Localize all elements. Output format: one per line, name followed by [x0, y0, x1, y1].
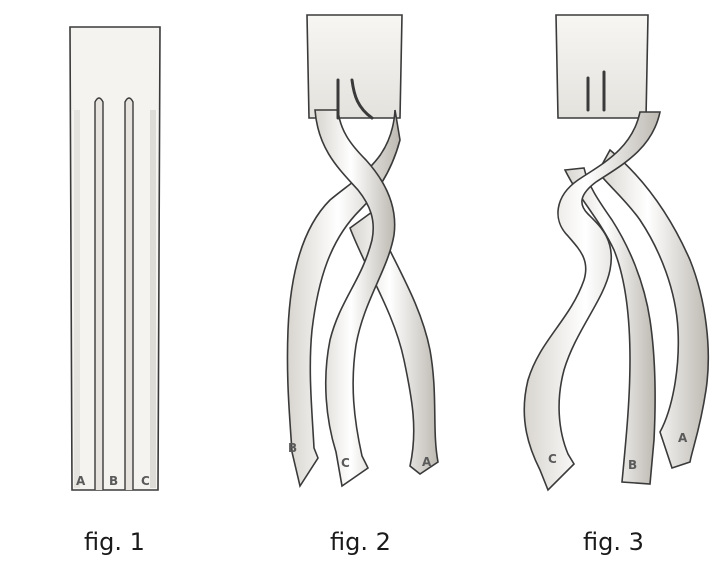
- figure-2: B C A: [287, 15, 438, 486]
- fig2-label-c: C: [341, 456, 350, 470]
- fig1-label-c: C: [141, 474, 150, 488]
- fig3-label-c: C: [548, 452, 557, 466]
- fig2-caption: fig. 2: [330, 528, 391, 556]
- fig2-tab: [307, 15, 402, 118]
- fig3-caption: fig. 3: [583, 528, 644, 556]
- fig2-label-b: B: [288, 441, 297, 455]
- fig1-slit-right: [125, 98, 133, 490]
- fig1-label-a: A: [76, 474, 86, 488]
- fig1-caption: fig. 1: [84, 528, 145, 556]
- fig1-label-b: B: [109, 474, 118, 488]
- figure-1: A B C: [70, 27, 160, 490]
- fig3-label-b: B: [628, 458, 637, 472]
- fig1-slit-left: [95, 98, 103, 490]
- fig3-tab: [556, 15, 648, 118]
- fig3-label-a: A: [678, 431, 688, 445]
- fig2-label-a: A: [422, 455, 432, 469]
- fig2-strand-a: [350, 212, 438, 474]
- fig1-strip-body: [70, 27, 160, 490]
- figure-3: C B A: [524, 15, 708, 490]
